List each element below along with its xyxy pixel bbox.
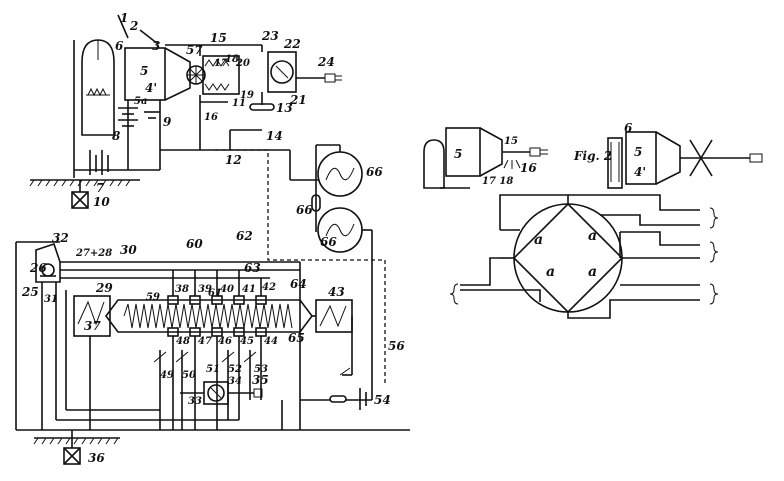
top-left-circuit xyxy=(29,14,342,209)
label-a-3: a xyxy=(546,264,555,280)
label-44: 44 xyxy=(264,336,278,347)
label-20: 20 xyxy=(235,58,250,69)
label-right-17-18: 17 18 xyxy=(482,176,513,187)
labels: 1 2 3 5 4' 5a 6 7 8 9 10 11 12 13 14 15 … xyxy=(21,11,646,465)
label-66-b: 66 xyxy=(296,203,313,217)
bottom-left-circuit xyxy=(15,241,410,465)
label-7: 7 xyxy=(96,181,105,195)
label-12: 12 xyxy=(225,153,242,167)
label-3: 3 xyxy=(152,39,160,53)
label-64: 64 xyxy=(290,277,307,291)
label-1: 1 xyxy=(120,11,128,25)
label-2: 2 xyxy=(129,19,138,33)
label-15: 15 xyxy=(210,31,227,45)
label-52: 52 xyxy=(228,364,242,375)
bridge-circle xyxy=(513,203,623,313)
label-right-6: 6 xyxy=(624,121,633,135)
label-14: 14 xyxy=(266,129,283,143)
label-47: 47 xyxy=(198,336,212,347)
device-26 xyxy=(35,242,61,283)
label-13: 13 xyxy=(276,101,293,115)
label-11: 11 xyxy=(232,98,246,109)
label-54: 54 xyxy=(374,393,391,407)
ground-box-36 xyxy=(63,447,81,465)
label-21: 21 xyxy=(289,93,307,107)
label-32: 32 xyxy=(52,231,69,245)
bridge-circuit xyxy=(449,194,719,319)
label-43: 43 xyxy=(328,285,345,299)
label-49: 49 xyxy=(160,370,174,381)
box-37 xyxy=(73,295,111,337)
generators-66 xyxy=(289,144,373,260)
label-10: 10 xyxy=(93,195,110,209)
label-37: 37 xyxy=(84,319,101,333)
label-35: 35 xyxy=(252,373,269,387)
label-a-2: a xyxy=(588,228,597,244)
label-5: 5 xyxy=(140,64,148,78)
label-42: 42 xyxy=(262,282,276,293)
label-22: 22 xyxy=(283,37,301,51)
label-right-5: 5 xyxy=(454,147,462,161)
label-36: 36 xyxy=(88,451,105,465)
meter-21 xyxy=(267,51,297,93)
label-right-16: 16 xyxy=(520,161,537,175)
box-5 xyxy=(124,47,166,101)
top-right-figures xyxy=(423,127,763,189)
label-65: 65 xyxy=(288,331,305,345)
label-30: 30 xyxy=(120,243,137,257)
label-31: 31 xyxy=(44,294,58,305)
label-60: 60 xyxy=(186,237,203,251)
label-9: 9 xyxy=(163,115,172,129)
label-5a: 5a xyxy=(134,96,147,107)
label-56: 56 xyxy=(388,339,405,353)
label-8: 8 xyxy=(112,129,121,143)
label-a-4: a xyxy=(588,264,597,280)
label-48: 48 xyxy=(176,336,190,347)
label-33: 33 xyxy=(188,396,202,407)
label-26: 26 xyxy=(29,261,47,275)
label-45: 45 xyxy=(240,336,254,347)
label-38: 38 xyxy=(175,284,189,295)
label-57: 57 xyxy=(186,43,203,57)
ground-box-10 xyxy=(71,191,89,209)
label-4b: 4' xyxy=(145,81,157,95)
spiral-tube-64 xyxy=(105,299,313,333)
label-17: 17 xyxy=(214,58,228,69)
label-62: 62 xyxy=(236,229,253,243)
label-16: 16 xyxy=(204,112,218,123)
label-61: 61 xyxy=(208,288,222,299)
label-27-28: 27+28 xyxy=(75,248,112,259)
dashed-line-14 xyxy=(215,149,386,385)
label-66-c: 66 xyxy=(320,235,337,249)
label-29: 29 xyxy=(95,281,113,295)
label-a-1: a xyxy=(534,232,543,248)
label-6: 6 xyxy=(115,39,124,53)
label-34: 34 xyxy=(228,376,242,387)
label-fig-2: Fig. 2 xyxy=(573,149,612,163)
label-right-15: 15 xyxy=(504,136,518,147)
label-40: 40 xyxy=(220,284,234,295)
label-18: 18 xyxy=(225,54,239,65)
label-51: 51 xyxy=(206,364,220,375)
label-63: 63 xyxy=(244,261,261,275)
label-50: 50 xyxy=(182,370,196,381)
label-19: 19 xyxy=(240,90,254,101)
label-right-5b: 5 xyxy=(634,145,642,159)
label-46: 46 xyxy=(218,336,232,347)
label-24: 24 xyxy=(317,55,335,69)
label-53: 53 xyxy=(254,364,268,375)
label-59: 59 xyxy=(146,292,160,303)
label-right-4b: 4' xyxy=(634,165,646,179)
label-23: 23 xyxy=(261,29,279,43)
label-25: 25 xyxy=(21,285,39,299)
label-39: 39 xyxy=(198,284,212,295)
label-66-a: 66 xyxy=(366,165,383,179)
label-41: 41 xyxy=(242,284,256,295)
